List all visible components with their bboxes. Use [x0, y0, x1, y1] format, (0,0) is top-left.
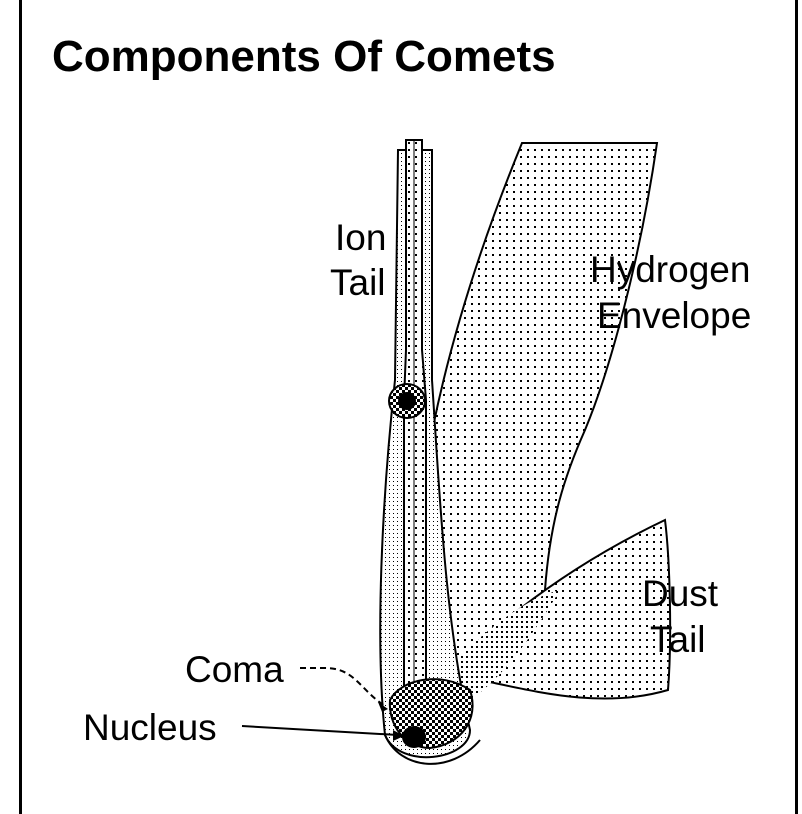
label-dust-line1: Dust	[642, 573, 719, 614]
nucleus	[402, 726, 426, 748]
label-nucleus: Nucleus	[83, 707, 217, 748]
label-dust-line2: Tail	[650, 619, 706, 660]
label-ion-line2: Tail	[330, 262, 386, 303]
ion-tail	[404, 140, 426, 730]
label-hydrogen-line1: Hydrogen	[590, 249, 750, 290]
label-hydrogen-line2: Envelope	[597, 295, 751, 336]
label-coma: Coma	[185, 649, 284, 690]
nucleus-leader-line	[242, 726, 398, 735]
label-ion-line1: Ion	[335, 217, 386, 258]
coma-leader-line	[300, 668, 385, 706]
